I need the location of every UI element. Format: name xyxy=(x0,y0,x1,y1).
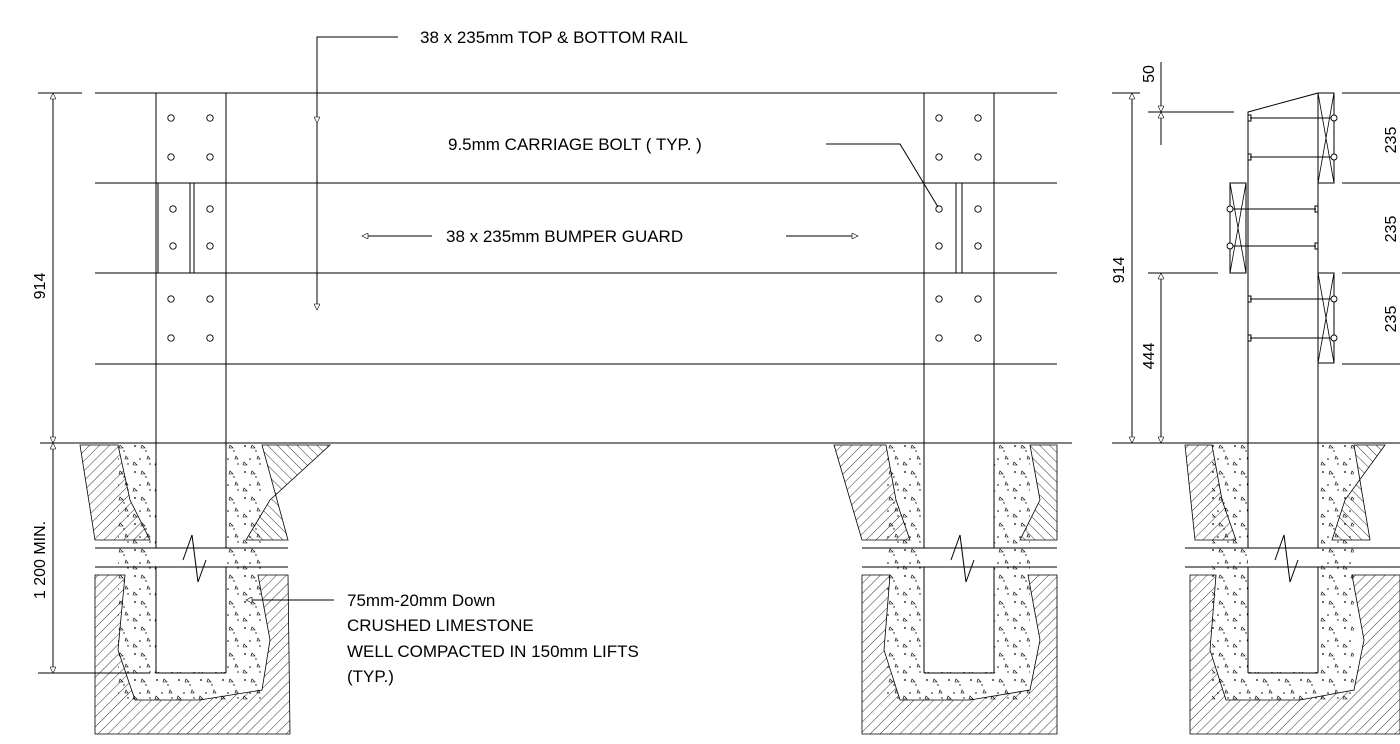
embedment-dimension: 1 200 MIN. xyxy=(32,521,49,599)
side-section: 914 444 50 235 235 235 xyxy=(1111,62,1400,735)
side-total-dimension: 914 xyxy=(1111,257,1128,284)
backfill-callout: 75mm-20mm Down CRUSHED LIMESTONE WELL CO… xyxy=(246,591,639,686)
height-dimension: 914 xyxy=(32,273,49,300)
bolt-holes xyxy=(167,114,214,342)
right-footing xyxy=(833,444,1058,735)
backfill-line-3: WELL COMPACTED IN 150mm LIFTS xyxy=(347,642,639,661)
side-bolts xyxy=(1226,114,1338,342)
board-2-dimension: 235 xyxy=(1383,216,1400,243)
rail-sections xyxy=(1229,92,1335,364)
top-rail-label: 38 x 235mm TOP & BOTTOM RAIL xyxy=(420,28,688,47)
carriage-bolt-label: 9.5mm CARRIAGE BOLT ( TYP. ) xyxy=(448,135,702,154)
backfill-line-4: (TYP.) xyxy=(347,667,394,686)
front-elevation: 38 x 235mm TOP & BOTTOM RAIL 9.5mm CARRI… xyxy=(32,28,1072,735)
board-3-dimension: 235 xyxy=(1383,306,1400,333)
bumper-guard-callout: 38 x 235mm BUMPER GUARD xyxy=(362,227,858,246)
bolt-holes xyxy=(935,114,982,342)
side-offset-dimension: 50 xyxy=(1141,65,1158,83)
bumper-guard-label: 38 x 235mm BUMPER GUARD xyxy=(446,227,683,246)
backfill-line-2: CRUSHED LIMESTONE xyxy=(347,616,534,635)
side-lower-dimension: 444 xyxy=(1141,343,1158,370)
rail-boards xyxy=(40,92,1072,444)
elevation-dimensions: 914 1 200 MIN. xyxy=(32,93,150,673)
carriage-bolt-callout: 9.5mm CARRIAGE BOLT ( TYP. ) xyxy=(448,135,939,208)
backfill-line-1: 75mm-20mm Down xyxy=(347,591,495,610)
left-footing xyxy=(79,444,332,735)
top-rail-callout: 38 x 235mm TOP & BOTTOM RAIL xyxy=(317,28,688,310)
board-1-dimension: 235 xyxy=(1383,127,1400,154)
